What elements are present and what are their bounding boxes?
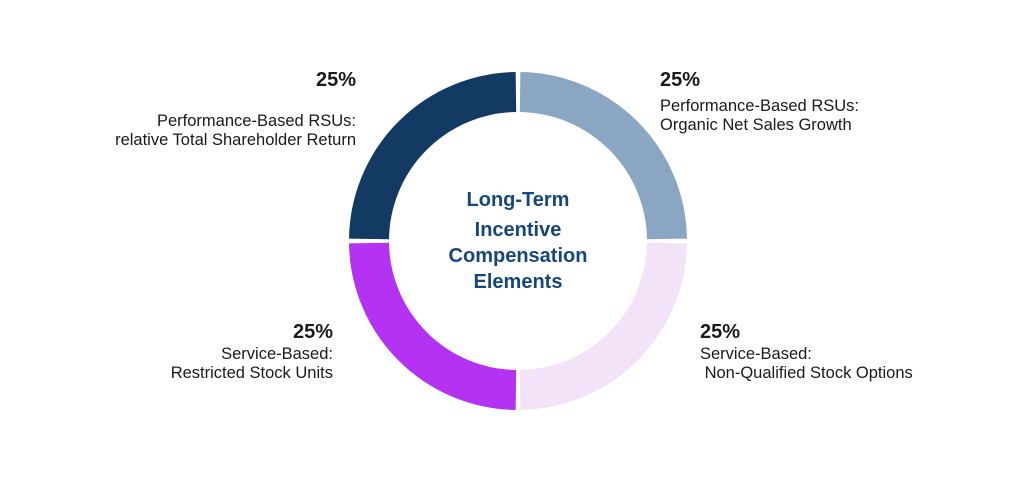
center-title-line: Compensation <box>448 245 588 267</box>
segment-percent: 25% <box>315 69 356 91</box>
segment-percent: 25% <box>700 321 741 343</box>
segment-percent: 25% <box>660 69 701 91</box>
segment-description-line: Non-Qualified Stock Options <box>700 364 913 382</box>
chart-center-title: Long-Term Incentive Compensation Element… <box>368 187 668 295</box>
segment-description-line: relative Total Shareholder Return <box>115 131 356 149</box>
segment-description-line: Performance-Based RSUs: <box>157 112 356 130</box>
donut-segment-performance-rsus-organic-net-sales-growth <box>519 72 687 240</box>
segment-percent: 25% <box>292 321 333 343</box>
segment-label-performance-rsus-organic-growth: 25% Performance-Based RSUs: Organic Net … <box>660 68 859 135</box>
segment-description-line: Service-Based: <box>700 345 812 363</box>
donut-segment-service-based-restricted-stock-units <box>349 242 517 410</box>
donut-segment-service-based-non-qualified-stock-options <box>519 242 687 410</box>
center-title-line: Long-Term <box>466 189 570 211</box>
center-title-line: Elements <box>473 271 563 293</box>
segment-label-service-non-qualified-stock-options: 25% Service-Based: Non-Qualified Stock O… <box>700 320 913 383</box>
donut-segment-performance-rsus-relative-total-shareholder-return <box>349 72 517 240</box>
segment-label-service-restricted-stock-units: 25% Service-Based: Restricted Stock Unit… <box>171 320 333 383</box>
segment-label-performance-rsus-tsr: 25% Performance-Based RSUs: relative Tot… <box>115 68 356 150</box>
center-title-line: Incentive <box>474 219 562 241</box>
segment-description-line: Service-Based: <box>221 345 333 363</box>
segment-description-line: Performance-Based RSUs: <box>660 97 859 115</box>
segment-description-line: Restricted Stock Units <box>170 364 333 382</box>
segment-description-line: Organic Net Sales Growth <box>660 116 852 134</box>
